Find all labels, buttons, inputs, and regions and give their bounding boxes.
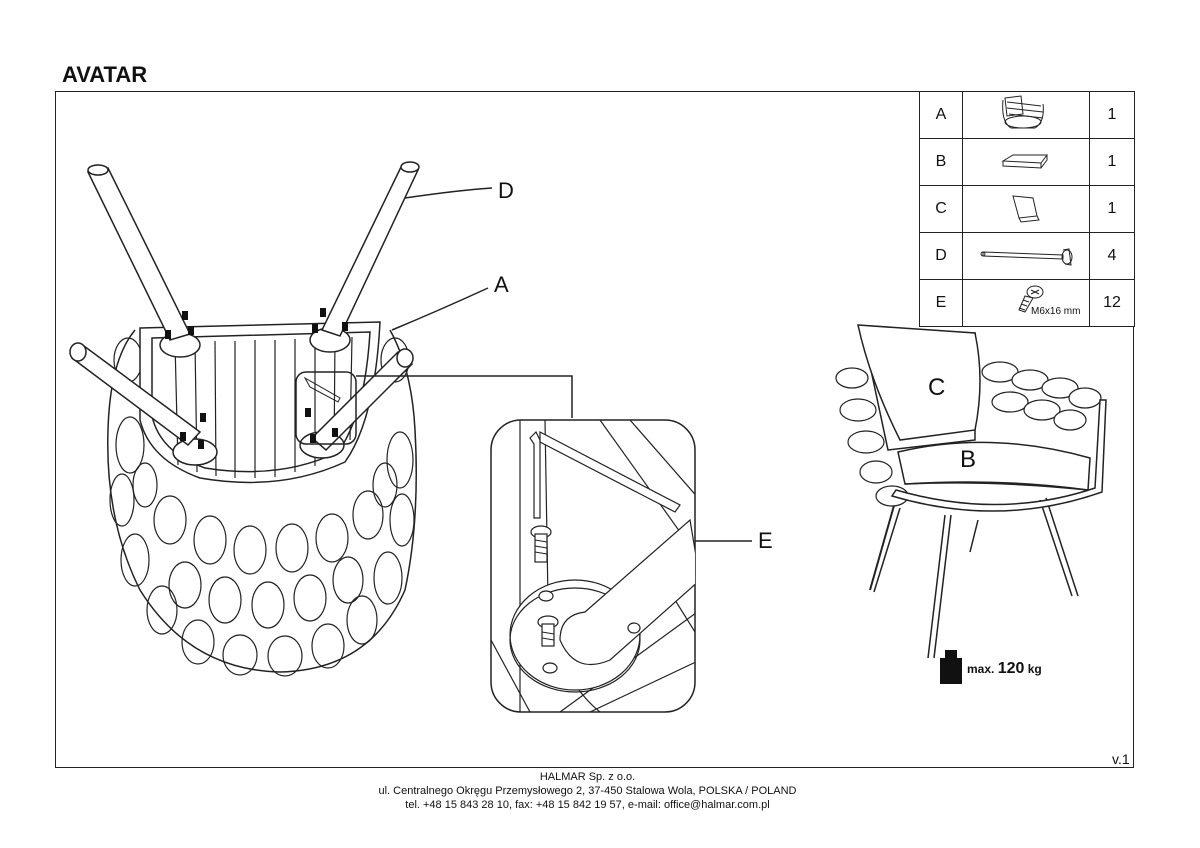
callout-line-a [391, 287, 489, 331]
seat-cushion-icon [1001, 154, 1048, 169]
page-title: AVATAR [62, 62, 148, 87]
callout-line-zoom [356, 375, 573, 418]
callout-label-c: C [928, 374, 946, 401]
part-letter: B [919, 138, 963, 186]
part-qty: 12 [1089, 279, 1135, 327]
company-address: ul. Centralnego Okręgu Przemysłowego 2, … [378, 785, 797, 797]
company-contact: tel. +48 15 843 28 10, fax: +48 15 842 1… [405, 799, 770, 811]
parts-row: E M6x16 mm 12 [919, 279, 1135, 327]
bolt-icon [1018, 285, 1044, 313]
part-letter: A [919, 91, 963, 139]
version-label: v.1 [1112, 751, 1130, 767]
part-letter: E [919, 279, 963, 327]
callout-label-a: A [494, 272, 509, 297]
company-name: HALMAR Sp. z o.o. [539, 771, 636, 783]
parts-table: A 1 B 1 C 1 D [919, 91, 1135, 327]
part-qty: 1 [1089, 138, 1135, 186]
part-letter: C [919, 185, 963, 233]
callout-label-d: D [498, 178, 514, 203]
drawing-frame [55, 91, 1134, 768]
part-qty: 4 [1089, 232, 1135, 280]
max-load-value: 120 [997, 660, 1025, 677]
assembled-chair [835, 324, 1107, 659]
callout-label-e: E [758, 528, 773, 553]
chair-frame-icon [1002, 95, 1044, 129]
max-load-prefix: max. [967, 662, 995, 676]
parts-row: A 1 [919, 91, 1135, 139]
parts-row: D 4 [919, 232, 1135, 280]
bolt-spec-label: M6x16 mm [1031, 306, 1081, 317]
chair-underside [69, 161, 420, 677]
parts-row: B 1 [919, 138, 1135, 186]
zoom-detail [490, 419, 696, 713]
footer: HALMAR Sp. z o.o. ul. Centralnego Okręgu… [0, 770, 1175, 812]
part-qty: 1 [1089, 91, 1135, 139]
part-letter: D [919, 232, 963, 280]
weight-icon [940, 650, 962, 684]
part-qty: 1 [1089, 185, 1135, 233]
callout-label-b: B [960, 446, 977, 473]
parts-row: C 1 [919, 185, 1135, 233]
max-load-label: max. 120 kg [967, 660, 1042, 678]
max-load-unit: kg [1027, 662, 1042, 676]
callout-line-d [404, 187, 493, 199]
back-pillow-icon [1012, 195, 1040, 223]
leg-icon [980, 248, 1073, 266]
